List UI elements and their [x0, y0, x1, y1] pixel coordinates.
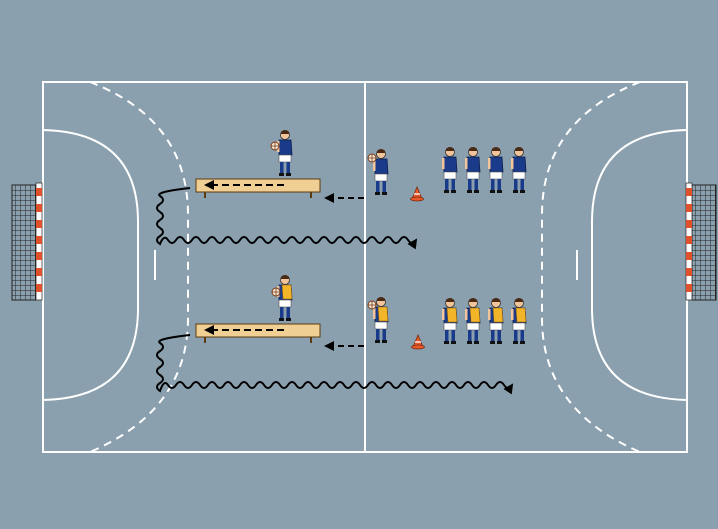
upper-bench-ball-icon: [271, 142, 279, 150]
lower-runner-ball-icon: [368, 301, 376, 309]
upper-runner-ball-icon: [368, 154, 376, 162]
right-goal-icon: [686, 183, 716, 300]
left-goal-icon: [12, 183, 42, 300]
lower-bench-ball-icon: [272, 288, 280, 296]
